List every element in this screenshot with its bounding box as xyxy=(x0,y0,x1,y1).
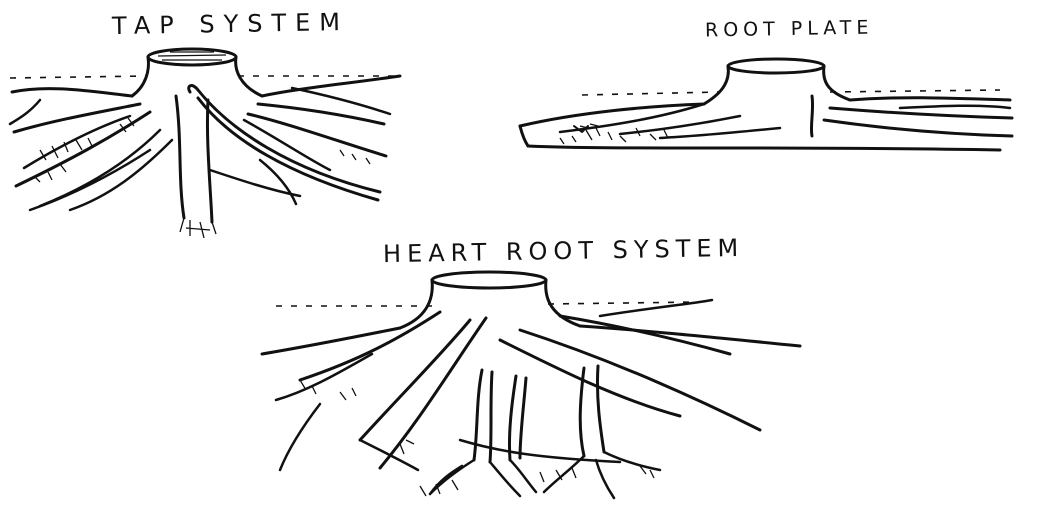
root-plate-root-right-3 xyxy=(824,120,1012,136)
heart-root-system-vertical-root-2 xyxy=(509,376,526,460)
tap-system-root-left-5 xyxy=(10,100,40,124)
tap-system-soil-line xyxy=(10,76,402,78)
root-plate-trunk-base xyxy=(811,96,812,136)
tap-system-root-lower-2 xyxy=(210,170,300,196)
tap-system-root-left-3 xyxy=(16,112,150,186)
root-plate-stump-right xyxy=(824,66,850,100)
root-plate-root-right-1 xyxy=(850,98,1010,100)
heart-root-system-root-tips xyxy=(430,452,660,498)
heart-root-system-root-left-2 xyxy=(300,312,440,380)
tap-system-taproot-left xyxy=(176,96,184,218)
root-plate-root-right-2 xyxy=(830,108,1012,118)
heart-root-system-root-right-2 xyxy=(560,316,730,354)
tap-system-stump-rings xyxy=(158,52,226,60)
heart-root-system-root-left-6 xyxy=(280,404,320,470)
tap-system-root-left-1 xyxy=(12,89,132,96)
root-plate-stump-left xyxy=(704,66,728,104)
tap-system-drawing xyxy=(10,49,402,238)
root-plate-drawing xyxy=(520,59,1012,150)
heart-root-system-root-left-1 xyxy=(262,328,400,354)
root-plate-root-left-3 xyxy=(660,128,780,138)
tap-system-taproot-right xyxy=(207,100,212,222)
heart-root-system-vertical-root-3 xyxy=(580,366,604,456)
root-plate-soil-line xyxy=(582,90,1000,95)
heart-root-system-stump-top xyxy=(432,272,546,288)
heart-root-system-root-left-4 xyxy=(380,318,486,468)
root-plate-plate-top xyxy=(520,104,704,126)
heart-root-system-drawing xyxy=(262,272,800,498)
root-plate-root-right-4 xyxy=(900,106,1010,108)
root-plate-plate-left xyxy=(520,126,528,146)
heart-root-system-soil-line xyxy=(276,302,700,306)
heart-root-system-root-left-5 xyxy=(276,354,372,400)
heart-root-system-root-right-3 xyxy=(520,330,760,430)
tap-system-root-right-5 xyxy=(244,120,330,170)
root-plate-plate-bottom xyxy=(528,146,1000,150)
tap-system-root-right-1 xyxy=(262,76,400,96)
root-plate-stump-top xyxy=(728,59,824,73)
